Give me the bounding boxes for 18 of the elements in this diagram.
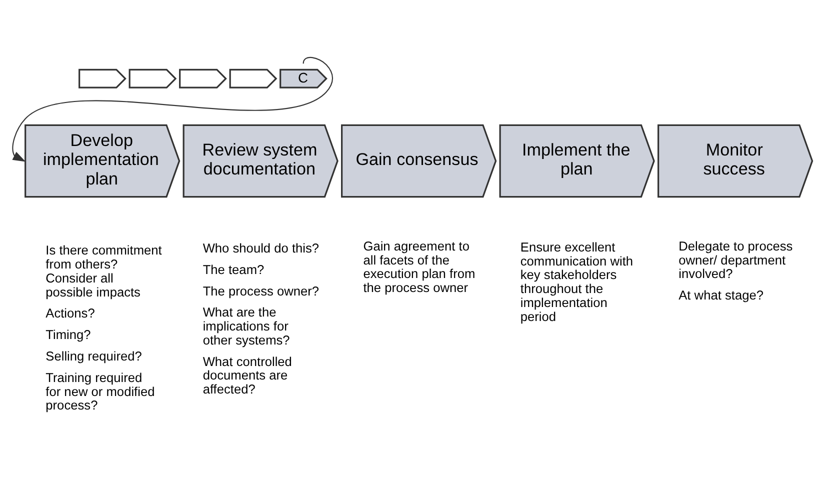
- node-label: Actions?: [46, 305, 95, 320]
- node-chevron: [179, 68, 227, 88]
- node-label: Who should do this?: [202, 240, 320, 255]
- node-label: Delegate to process owner/ department involved?: [678, 238, 793, 281]
- node-label: Gain agreement to all facets of the execution plan from the process owner: [363, 238, 476, 295]
- node-label: Timing?: [46, 326, 91, 342]
- node-label: Is there commitment from others? Consider all possible impacts: [46, 242, 162, 299]
- node-label: Ensure excellent communication with key stakeholders throughout the implementation period: [520, 238, 634, 324]
- node-label: Training required for new or modified process?: [46, 369, 155, 412]
- node-chevron: [128, 68, 177, 88]
- node-label: The process owner?: [202, 282, 320, 298]
- node-label: What controlled documents are affected?: [202, 353, 292, 396]
- node-chevron: [229, 68, 278, 88]
- node-chevron: [78, 68, 126, 88]
- node-label: The team?: [202, 261, 264, 276]
- node-label: Selling required?: [46, 348, 142, 363]
- node-label: What are the implications for other systems?: [202, 304, 290, 347]
- node-label: At what stage?: [678, 287, 764, 302]
